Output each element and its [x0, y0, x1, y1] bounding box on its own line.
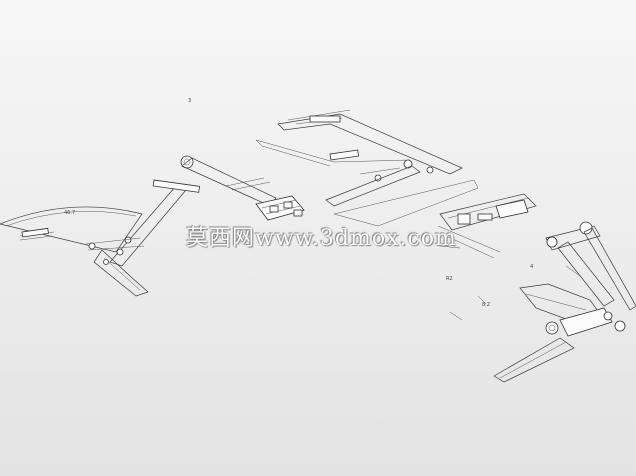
watermark-text: 莫西网www.3dmox.com — [186, 226, 457, 251]
dimension-label: 8.2 — [482, 302, 490, 308]
dimension-labels: R2 8.2 4 — [446, 264, 533, 321]
slide-latch-assembly — [437, 193, 537, 259]
lever-handle-assembly — [493, 221, 636, 383]
fan-bracket-assembly — [0, 179, 201, 297]
dimension-label: 4 — [530, 264, 533, 270]
dimension-label: 46.7 — [64, 210, 75, 216]
dimension-label: R2 — [446, 276, 453, 282]
hinge-arm-assembly — [180, 155, 305, 221]
upper-bracket-frame: 3 46.7 — [64, 98, 479, 227]
dimension-label: 3 — [188, 98, 191, 104]
